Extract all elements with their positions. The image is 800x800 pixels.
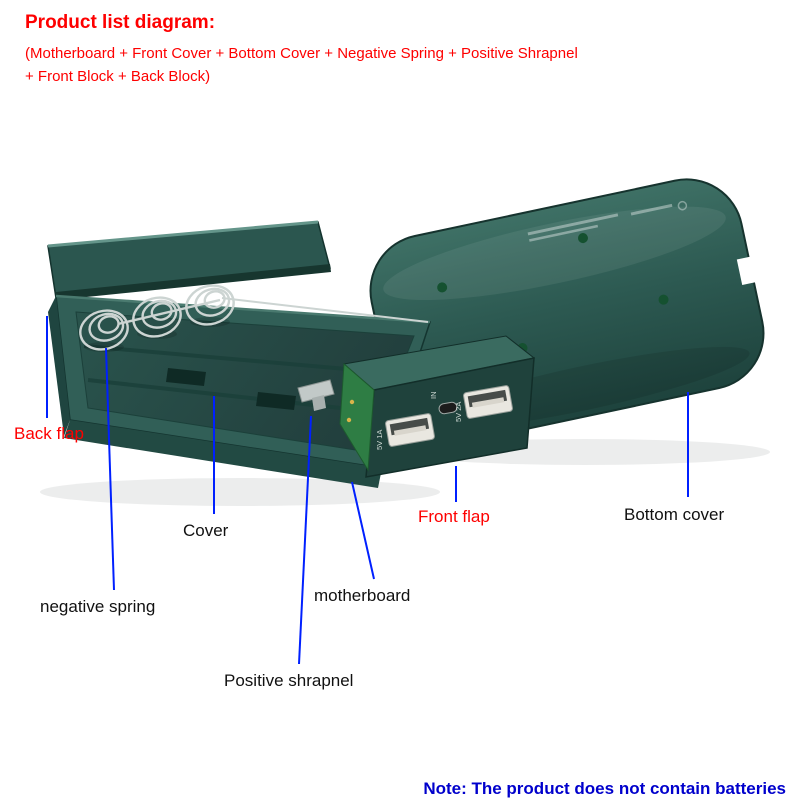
spring-wire	[221, 297, 429, 323]
tray-shadow	[40, 478, 440, 506]
cover-screw-dot	[658, 294, 669, 305]
main-cover-tray	[48, 294, 432, 488]
port-label-usb2: 5V 2A	[454, 402, 463, 422]
label-back-flap: Back flap	[14, 424, 84, 443]
label-cover: Cover	[183, 521, 229, 540]
tray-front-wall	[64, 420, 382, 488]
pcb-edge	[339, 362, 375, 472]
spring-wire	[117, 298, 221, 326]
micro-usb-port	[438, 401, 458, 415]
cover-screw-dot	[437, 282, 448, 293]
cover-notch	[736, 256, 756, 285]
battery-slot	[256, 392, 296, 410]
port-label-usb1: 5V 1A	[375, 430, 384, 450]
label-bottom-cover: Bottom cover	[624, 505, 725, 524]
tray-back-rim-highlight	[55, 294, 431, 324]
usb-port-1	[385, 413, 435, 447]
leader-motherboard	[351, 481, 375, 580]
back-flap-part	[47, 220, 331, 300]
battery-slot	[166, 368, 206, 386]
cover-imprint	[527, 200, 688, 242]
page-title: Product list diagram:	[25, 12, 216, 33]
positive-shrapnel-clip	[297, 379, 335, 411]
label-negative-spring: negative spring	[40, 597, 156, 616]
cover-highlight	[383, 206, 726, 301]
label-positive-shrapnel: Positive shrapnel	[224, 671, 354, 690]
label-motherboard: motherboard	[314, 586, 411, 605]
pcb-pad	[349, 399, 355, 405]
negative-springs	[79, 284, 429, 352]
leader-negative-spring	[105, 347, 115, 591]
cover-screw-dot	[577, 233, 588, 244]
leader-positive-shrapnel	[298, 415, 312, 665]
parts-list-line-2: + Front Block + Back Block)	[25, 68, 211, 85]
leader-lines	[46, 316, 689, 665]
pcb-pad	[346, 417, 352, 423]
motherboard-front-block: 5V 1A IN 5V 2A	[297, 335, 536, 478]
parts-list-line-1: (Motherboard + Front Cover + Bottom Cove…	[25, 45, 578, 62]
port-label-micro: IN	[429, 392, 438, 400]
header: Product list diagram: (Motherboard + Fro…	[25, 12, 578, 88]
tray-left-wall	[48, 296, 70, 436]
note-text: Note: The product does not contain batte…	[423, 779, 786, 798]
usb-port-2	[463, 385, 513, 419]
label-front-flap: Front flap	[418, 507, 490, 526]
